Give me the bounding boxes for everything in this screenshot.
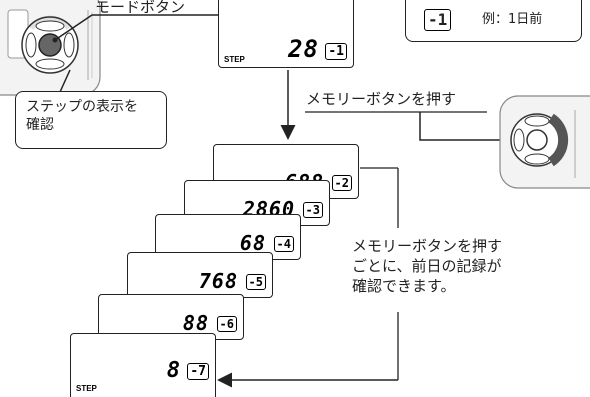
memory-indicator: -1: [325, 43, 347, 60]
memory-display-7: 8 -7 STEP: [70, 333, 216, 397]
memory-symbol: -1: [424, 9, 452, 31]
right-device: [499, 95, 590, 189]
left-device: [0, 0, 101, 96]
memory-display-6: 88 -6: [98, 294, 244, 340]
step-label: STEP: [224, 55, 245, 64]
memory-display-5: 768 -5: [127, 252, 273, 298]
memory-indicator: -6: [216, 316, 237, 332]
memory-indicator: -4: [273, 236, 294, 252]
display-value: 768: [198, 269, 238, 293]
display-value: 8: [166, 358, 181, 383]
legend-box: -1 例：1日前: [405, 0, 582, 42]
display-value: 68: [239, 231, 266, 255]
display-value: 88: [182, 311, 209, 335]
step-label: STEP: [76, 384, 97, 393]
memory-indicator: -3: [302, 202, 323, 218]
step-value: 28: [288, 35, 319, 63]
memory-description: メモリーボタンを押す ごとに、前日の記録が 確認できます。: [352, 237, 503, 295]
memory-indicator: -2: [331, 175, 352, 191]
top-display: 28 -1 STEP: [218, 0, 354, 68]
memory-press-label: メモリーボタンを押す: [306, 90, 457, 108]
legend-example: 例：1日前: [482, 12, 543, 27]
memory-indicator: -5: [245, 274, 266, 290]
memory-indicator: -7: [187, 363, 209, 380]
confirm-steps-callout: ステップの表示を 確認: [15, 91, 167, 149]
mode-button-label: モードボタン: [95, 0, 186, 16]
